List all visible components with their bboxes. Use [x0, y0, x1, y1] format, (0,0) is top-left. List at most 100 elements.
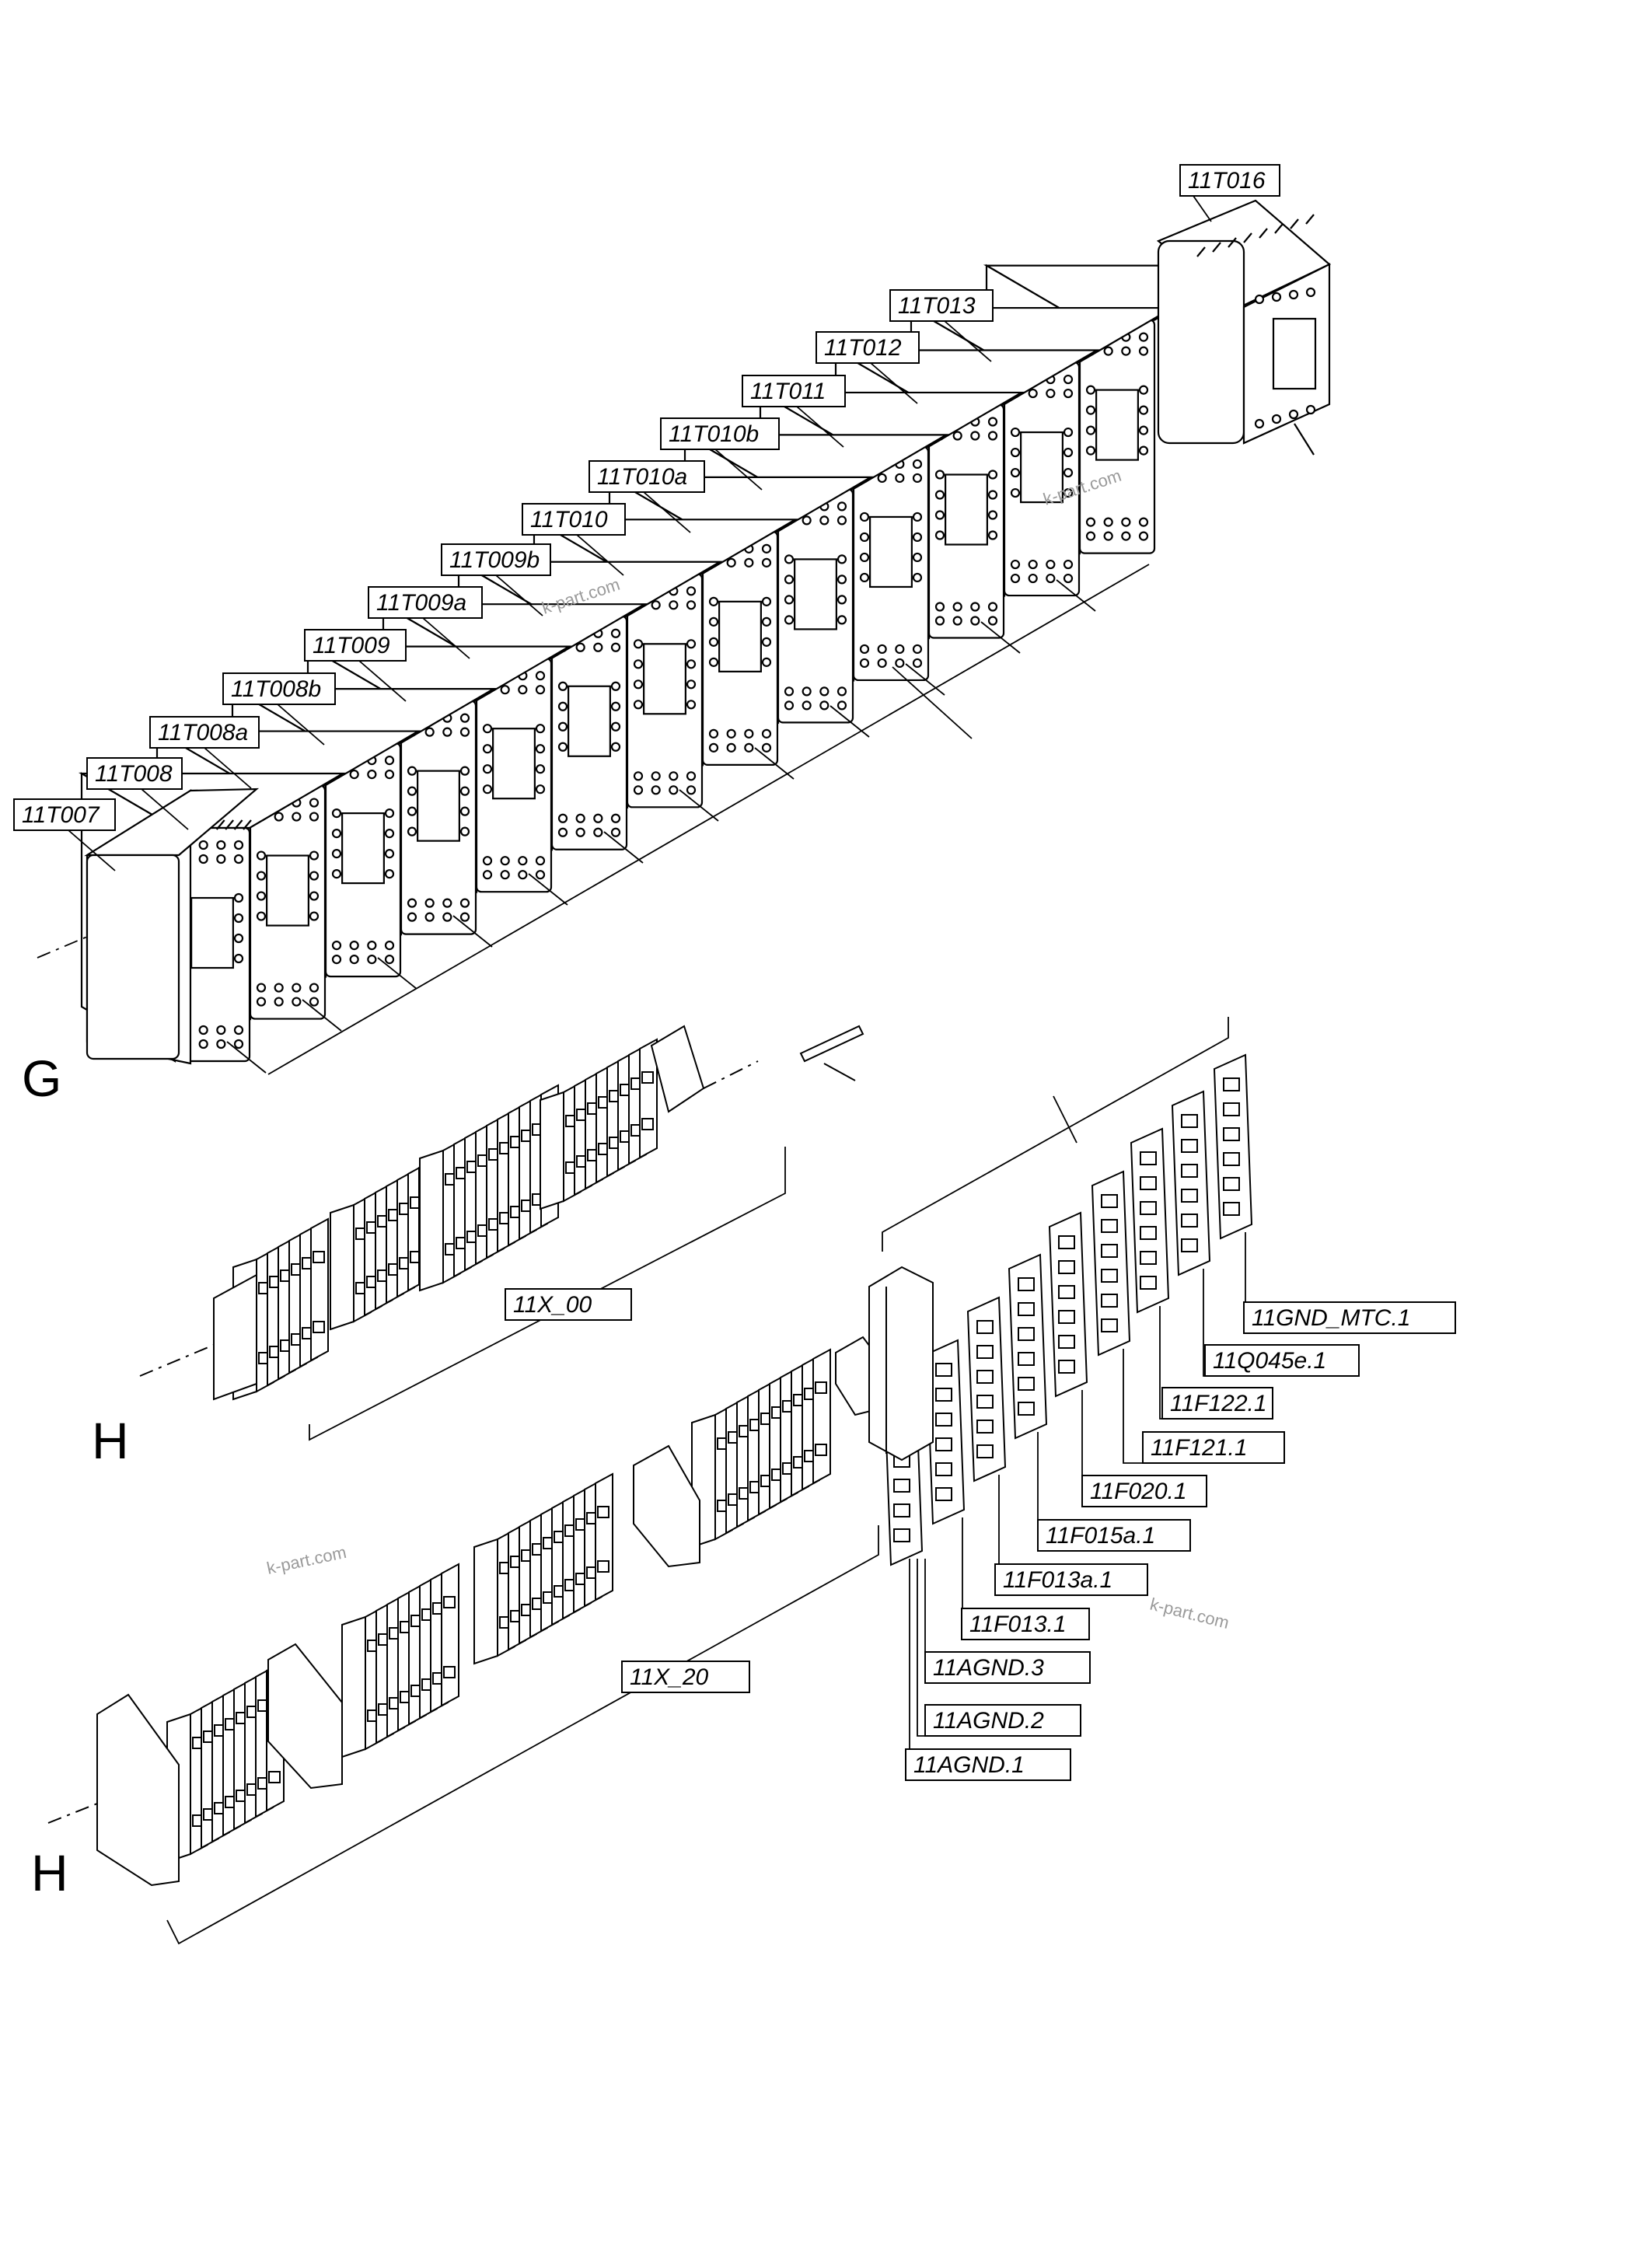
side-led: [836, 554, 847, 564]
label-11t009a-text: 11T009a: [376, 590, 466, 616]
label-11t009b-leader: [495, 574, 543, 616]
terminal-screw-bottom: [708, 742, 719, 753]
terminal-screw-bottom: [274, 997, 284, 1007]
side-led: [836, 615, 847, 625]
module-display: [341, 812, 385, 885]
terminal-screw-top: [518, 685, 528, 695]
label-11t008-text: 11T008: [95, 761, 173, 787]
terminal-screw-bottom: [557, 827, 568, 837]
section-letter-h-lower: H: [31, 1844, 68, 1902]
label-11t009a-box: [368, 586, 483, 619]
callout-labels-group: 11T00711T00811T008a11T008b11T00911T009a1…: [13, 164, 1456, 1781]
label-11agnd-3-text: 11AGND.3: [933, 1655, 1044, 1681]
terminal-screw-top: [610, 642, 621, 652]
terminal-screw-top: [952, 431, 962, 441]
terminal-screw-top: [836, 501, 847, 512]
terminal-body: [1091, 1170, 1131, 1357]
label-11f013a-1-text: 11F013a.1: [1003, 1567, 1112, 1593]
terminal-body: [1008, 1253, 1048, 1440]
terminal-block-6: [341, 1563, 459, 1758]
label-11x_00-box: [505, 1288, 632, 1321]
side-led: [987, 530, 998, 540]
terminal-screw-bottom: [256, 983, 267, 993]
terminal-end-plate: [540, 1091, 564, 1210]
label-11t010a-box: [589, 460, 705, 493]
terminal-screw: [641, 1118, 654, 1130]
terminal-screw-bottom: [274, 983, 284, 993]
side-led: [407, 826, 417, 836]
terminal-slice: [595, 1472, 613, 1601]
terminal-clip: [1101, 1244, 1118, 1258]
label-11f122-1-text: 11F122.1: [1170, 1391, 1267, 1416]
module-top-tick: [1212, 242, 1221, 253]
terminal-clip: [1140, 1226, 1157, 1240]
terminal-screw: [815, 1381, 827, 1394]
terminal-screw-top: [1288, 289, 1299, 300]
label-11t010a: 11T010a: [589, 460, 705, 493]
terminal-screw-bottom: [952, 616, 962, 626]
terminal-screw: [268, 1771, 281, 1783]
end-clamp-front: [96, 1693, 180, 1887]
module-top-tick: [1228, 237, 1237, 248]
terminal-screw-bottom: [970, 602, 980, 612]
terminal-screw-top: [367, 769, 377, 780]
side-led: [708, 616, 719, 627]
terminal-module-7: [925, 1339, 966, 1525]
terminal-clip: [1223, 1202, 1240, 1216]
module-top-tick: [1290, 218, 1299, 229]
terminal-stack-group: [868, 1053, 1253, 1566]
label-11t008a-box: [149, 716, 260, 749]
terminal-clip: [935, 1462, 952, 1476]
terminal-screw-bottom: [802, 700, 812, 711]
terminal-module-4: [1048, 1211, 1088, 1398]
terminal-screw-bottom: [1046, 559, 1056, 570]
module-display: [417, 770, 460, 842]
terminal-clip: [1181, 1164, 1198, 1178]
terminal-screw-bottom: [819, 700, 829, 711]
side-led: [1010, 447, 1021, 458]
terminal-screw-bottom: [686, 771, 697, 781]
terminal-clip: [1140, 1201, 1157, 1215]
bracket-11x20: [166, 1525, 879, 1945]
label-11t010b-text: 11T010b: [669, 421, 759, 447]
terminal-screw-bottom: [987, 602, 998, 612]
terminal-clip: [1101, 1219, 1118, 1233]
end-bracket-back: [650, 1025, 705, 1113]
terminal-screw-top: [274, 812, 284, 822]
terminal-clip: [935, 1437, 952, 1451]
label-11t016-text: 11T016: [1188, 168, 1266, 194]
terminal-screw-bottom: [442, 898, 452, 908]
terminal-screw-bottom: [686, 785, 697, 795]
terminal-clip: [1223, 1077, 1240, 1091]
terminal-screw-top: [1305, 287, 1316, 298]
terminal-screw-top: [987, 431, 998, 441]
terminal-screw: [313, 1251, 325, 1263]
module-foot-tick: [226, 1041, 267, 1074]
label-11gnd-mtc-1: 11GND_MTC.1: [1243, 1301, 1456, 1334]
terminal-clip: [1223, 1127, 1240, 1141]
module-row-group: [78, 199, 1331, 1065]
side-led: [784, 615, 795, 625]
terminal-screw-bottom: [216, 1039, 226, 1049]
module-top-tick: [1243, 232, 1252, 243]
label-11f015a-1-text: 11F015a.1: [1046, 1523, 1155, 1549]
terminal-clip: [1058, 1360, 1075, 1374]
terminal-screw: [641, 1071, 654, 1084]
section-letter-g: G: [22, 1049, 61, 1107]
axis-centerline-h2: [47, 1803, 98, 1824]
side-led: [610, 721, 621, 732]
terminal-clip: [1058, 1260, 1075, 1274]
terminal-screw-top: [744, 557, 754, 567]
label-11f020-1-text: 11F020.1: [1090, 1479, 1187, 1504]
label-11t016-leader: [1193, 195, 1212, 222]
terminal-screw-top: [216, 854, 226, 864]
module-display: [718, 600, 762, 672]
side-led: [1085, 405, 1096, 415]
terminal-screw-top: [459, 727, 470, 737]
terminal-clip: [1018, 1277, 1035, 1291]
terminal-screw-top: [970, 431, 980, 441]
terminal-screw-bottom: [593, 827, 603, 837]
side-led: [708, 596, 719, 606]
terminal-screw-bottom: [233, 1025, 244, 1035]
label-11t011-text: 11T011: [750, 379, 826, 404]
